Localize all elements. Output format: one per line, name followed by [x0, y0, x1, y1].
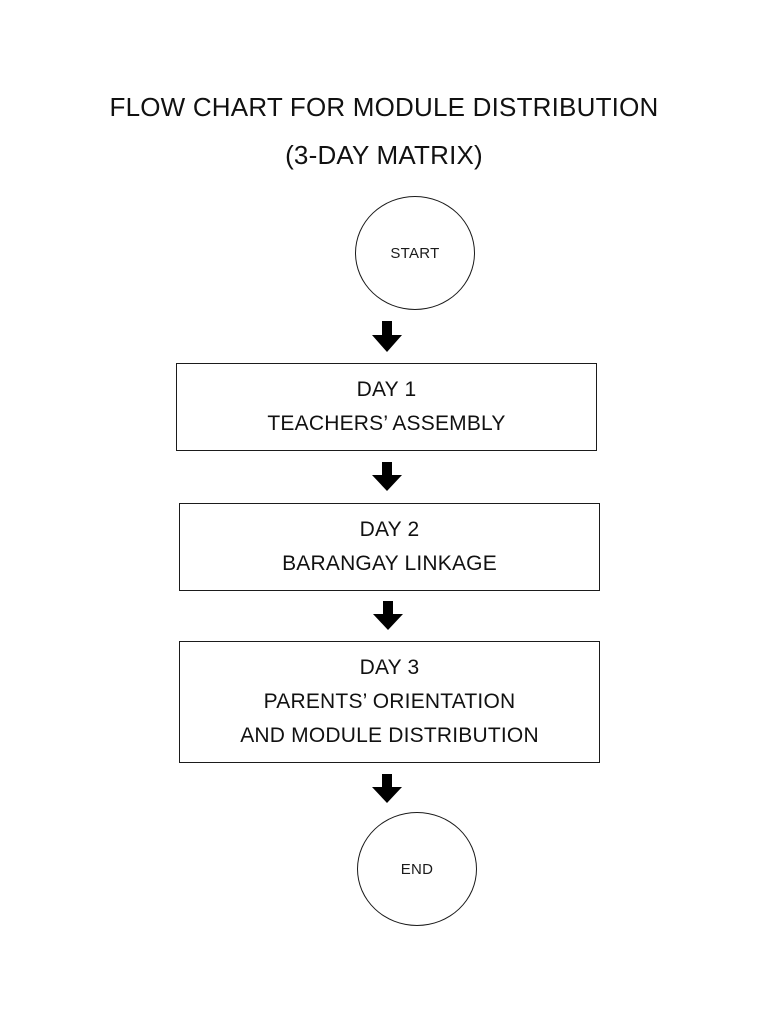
down-arrow-icon	[371, 774, 402, 803]
node-row-day3: DAY 3 PARENTS’ ORIENTATION AND MODULE DI…	[0, 641, 768, 763]
node-row-end: END	[0, 812, 768, 926]
node-day2-line-1: DAY 2	[359, 518, 420, 541]
node-day3-line-1: DAY 3	[359, 656, 420, 679]
node-day3-line-3: AND MODULE DISTRIBUTION	[240, 724, 539, 747]
node-day2: DAY 2 BARANGAY LINKAGE	[179, 503, 600, 591]
connector-day1-to-day2	[0, 462, 768, 492]
node-day2-line-2: BARANGAY LINKAGE	[282, 552, 497, 575]
connector-day2-to-day3	[0, 601, 768, 631]
node-day3-line-2: PARENTS’ ORIENTATION	[263, 690, 516, 713]
node-end-label: END	[400, 860, 434, 878]
down-arrow-icon	[371, 462, 402, 491]
node-day1-line-2: TEACHERS’ ASSEMBLY	[267, 412, 506, 435]
page-title: FLOW CHART FOR MODULE DISTRIBUTION (3-DA…	[0, 90, 768, 172]
title-line-primary: FLOW CHART FOR MODULE DISTRIBUTION	[109, 92, 659, 122]
node-row-day2: DAY 2 BARANGAY LINKAGE	[0, 503, 768, 591]
down-arrow-icon	[373, 601, 403, 630]
node-end: END	[357, 812, 477, 926]
flowchart-diagram: START DAY 1 TEACHERS’ ASSEMBLY	[0, 196, 768, 926]
node-day1: DAY 1 TEACHERS’ ASSEMBLY	[176, 363, 597, 451]
node-row-day1: DAY 1 TEACHERS’ ASSEMBLY	[0, 363, 768, 451]
node-day1-line-1: DAY 1	[356, 378, 417, 401]
node-day3: DAY 3 PARENTS’ ORIENTATION AND MODULE DI…	[179, 641, 600, 763]
connector-day3-to-end	[0, 774, 768, 804]
connector-start-to-day1	[0, 321, 768, 353]
node-start-label: START	[390, 244, 440, 262]
node-row-start: START	[0, 196, 768, 310]
title-line-secondary: (3-DAY MATRIX)	[285, 140, 483, 170]
node-start: START	[355, 196, 475, 310]
down-arrow-icon	[371, 321, 402, 352]
